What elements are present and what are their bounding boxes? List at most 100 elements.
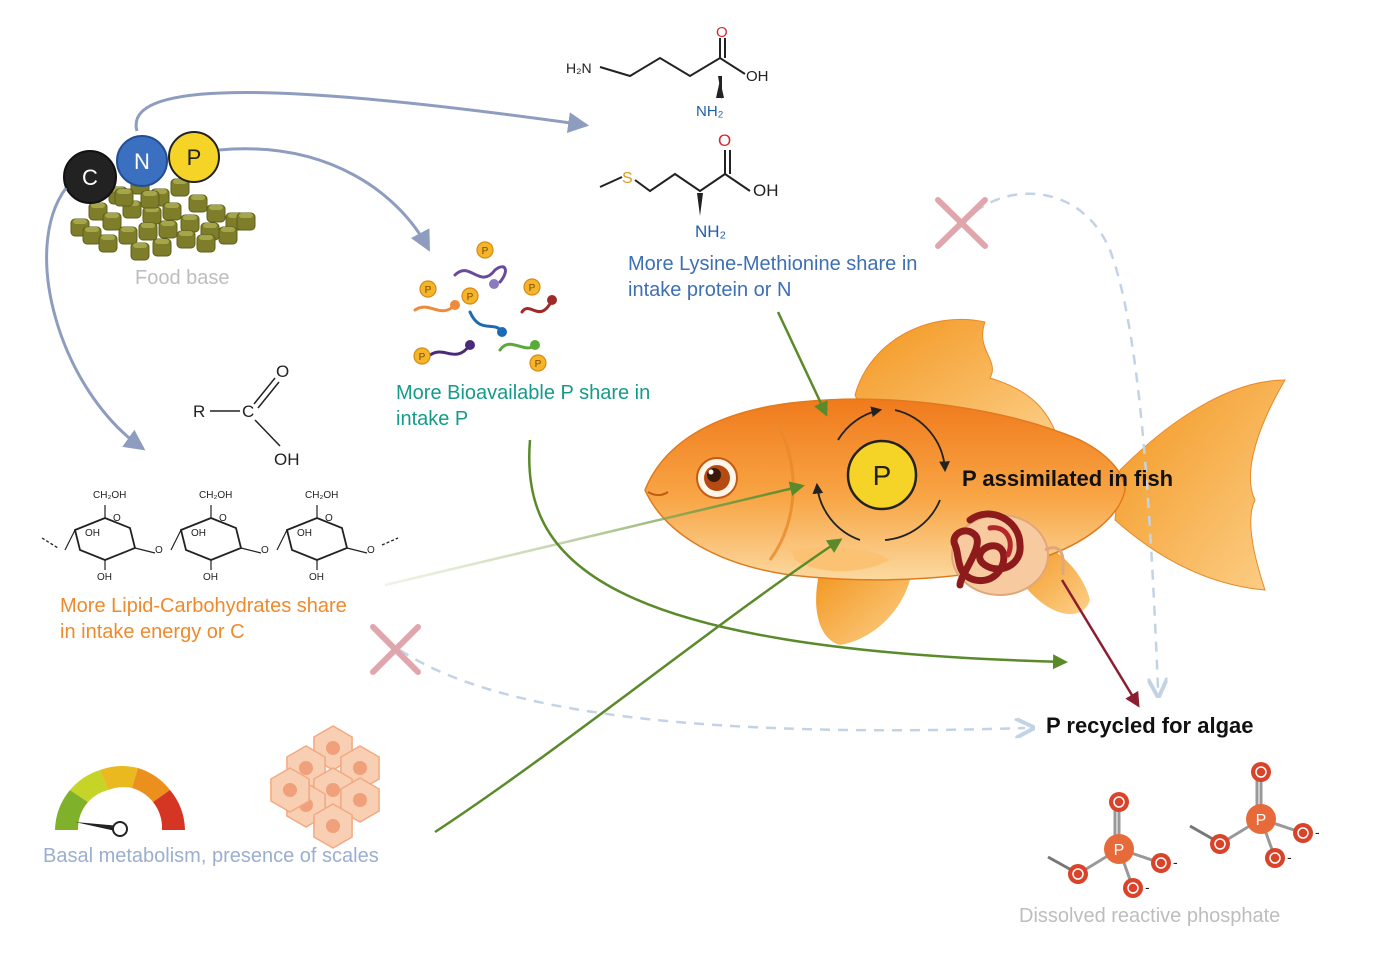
- methionine-oh: OH: [753, 181, 779, 200]
- lysine-methionine-line-2: intake protein or N: [628, 279, 792, 301]
- svg-text:-: -: [1287, 849, 1292, 865]
- svg-text:O: O: [219, 513, 227, 524]
- svg-text:OH: OH: [85, 528, 100, 539]
- carboxylic-acid-structure: R C O OH: [193, 362, 300, 469]
- arrow-lysmet-to-fish: [776, 311, 828, 417]
- svg-text:O: O: [113, 513, 121, 524]
- phosphorus-ball: P: [168, 131, 220, 183]
- oxygen-atom: [1210, 834, 1230, 854]
- svg-text:CH₂OH: CH₂OH: [305, 490, 338, 501]
- svg-text:P: P: [535, 359, 542, 370]
- metabolism-gauge-icon: [55, 766, 185, 837]
- peptide-chain: [428, 343, 472, 357]
- lysine-h2n: H₂N: [566, 60, 592, 76]
- oxygen-atom: [1123, 878, 1143, 898]
- methionine-nh2: NH₂: [695, 222, 726, 241]
- lipid-carbohydrates-line-2: in intake energy or C: [60, 621, 245, 643]
- svg-text:P: P: [529, 283, 536, 294]
- lysine-methionine-label: More Lysine-Methionine share in intake p…: [628, 251, 988, 303]
- svg-text:OH: OH: [97, 572, 112, 583]
- lysine-methionine-line-1: More Lysine-Methionine share in: [628, 253, 918, 275]
- svg-text:P: P: [1256, 812, 1267, 829]
- svg-text:O: O: [155, 545, 163, 556]
- svg-text:-: -: [1145, 879, 1150, 895]
- oxygen-atom: [1068, 864, 1088, 884]
- bioavailable-p-label: More Bioavailable P share in intake P: [396, 380, 716, 432]
- p-assimilated-label: P assimilated in fish: [962, 466, 1174, 491]
- dissolved-phosphate-label: Dissolved reactive phosphate: [1019, 905, 1281, 927]
- arrow-c-to-lipids: [45, 187, 146, 451]
- blocked-cross-icon: [370, 624, 421, 675]
- svg-text:-: -: [1315, 824, 1320, 840]
- svg-text:OH: OH: [297, 528, 312, 539]
- food-pellets: [70, 176, 256, 261]
- arrow-bioavailable-to-recycled: [528, 439, 1068, 670]
- svg-text:P: P: [1114, 842, 1125, 859]
- bioavailable-p-line-2: intake P: [396, 408, 469, 430]
- carboxyl-r: R: [193, 402, 205, 421]
- blocked-cross-icon: [935, 197, 988, 249]
- oxygen-atom: [1265, 848, 1285, 868]
- phosphate-group-icon: P: [419, 280, 437, 298]
- carboxyl-o: O: [276, 362, 289, 381]
- oxygen-atom: [1251, 762, 1271, 782]
- phosphorus-label: P: [187, 145, 202, 170]
- svg-text:OH: OH: [191, 528, 206, 539]
- glucose-ring: CH₂OH OH OH O O: [64, 490, 163, 583]
- p-cycle: P: [812, 406, 950, 541]
- arrow-lipid-to-fish: [384, 481, 805, 587]
- phosphate-molecule: P - -: [1047, 792, 1178, 898]
- svg-text:-: -: [1173, 854, 1178, 870]
- peptide-chain: [468, 310, 504, 334]
- scales-cells-icon: [270, 725, 380, 849]
- fish-p-label: P: [873, 460, 892, 491]
- fish-gut-icon: [950, 510, 1065, 596]
- methionine-s: S: [622, 170, 633, 187]
- peptide-chain: [520, 298, 554, 314]
- arrow-n-to-amino-acids: [134, 91, 590, 134]
- carbon-label: C: [82, 165, 98, 190]
- phosphorus-atom: [1246, 804, 1276, 834]
- svg-text:P: P: [419, 352, 426, 363]
- arrow-gut-to-recycled: [1060, 579, 1140, 708]
- carboxyl-c: C: [242, 402, 254, 421]
- phosphate-molecule: P - -: [1189, 762, 1320, 868]
- arrow-basal-to-fish: [434, 538, 843, 834]
- lysine-o: O: [716, 24, 728, 41]
- peptide-chain: [498, 342, 537, 352]
- methionine-o: O: [718, 131, 731, 150]
- phosphate-group-icon: P: [476, 241, 494, 259]
- dashed-arrow-lysmet: [961, 192, 1158, 688]
- phosphate-group-icon: P: [523, 278, 541, 296]
- svg-text:CH₂OH: CH₂OH: [93, 490, 126, 501]
- nitrogen-label: N: [134, 149, 150, 174]
- food-base-label: Food base: [135, 267, 230, 289]
- methionine-structure: S O OH NH₂: [599, 131, 779, 241]
- lysine-oh: OH: [746, 68, 769, 85]
- lysine-nh2: NH₂: [696, 103, 724, 120]
- lysine-structure: H₂N O OH NH₂: [566, 24, 769, 120]
- peptide-chain: [413, 303, 457, 313]
- phosphate-group-icon: P: [413, 347, 431, 365]
- dashed-arrow-lipid: [399, 648, 1025, 730]
- svg-text:O: O: [261, 545, 269, 556]
- peptide-chain: [453, 265, 507, 284]
- arrow-p-to-bioavailable: [218, 147, 430, 252]
- oxygen-atom: [1293, 823, 1313, 843]
- nitrogen-ball: N: [116, 135, 168, 187]
- basal-metabolism-label: Basal metabolism, presence of scales: [43, 845, 379, 867]
- phosphorus-atom: [1104, 834, 1134, 864]
- carboxyl-oh: OH: [274, 450, 300, 469]
- oxygen-atom: [1109, 792, 1129, 812]
- svg-text:P: P: [467, 292, 474, 303]
- carbon-ball: C: [63, 150, 117, 204]
- svg-text:OH: OH: [203, 572, 218, 583]
- svg-text:OH: OH: [309, 572, 324, 583]
- oxygen-atom: [1151, 853, 1171, 873]
- phosphate-group-icon: P: [461, 287, 479, 305]
- phosphate-group-icon: P: [529, 354, 547, 372]
